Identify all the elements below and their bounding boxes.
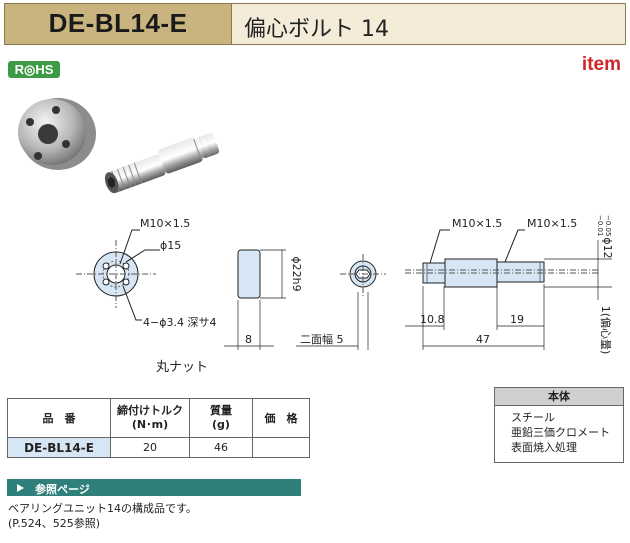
col-torque: 締付けトルク (N･m) bbox=[110, 398, 190, 438]
material-line: スチール bbox=[511, 411, 555, 424]
technical-drawing: M10×1.5 ϕ15 4−ϕ3.4 深サ4 ϕ22h9 8 二面幅 5 bbox=[76, 215, 614, 375]
len-total-label: 47 bbox=[476, 333, 490, 346]
bolt-end-view bbox=[296, 254, 386, 350]
rohs-badge: R◎HS bbox=[8, 61, 60, 78]
bolt-thread-right-label: M10×1.5 bbox=[527, 217, 577, 230]
nut-holes-label: 4−ϕ3.4 深サ4 bbox=[143, 316, 216, 329]
product-name-box: 偏心ボルト 14 bbox=[232, 4, 625, 44]
bolt-dia-label: ϕ12 bbox=[601, 237, 614, 258]
nut-thread-label: M10×1.5 bbox=[140, 217, 190, 230]
bolt-side-view bbox=[405, 229, 612, 350]
title-header: DE-BL14-E 偏心ボルト 14 bbox=[4, 3, 626, 45]
table-row: DE-BL14-E 20 46 bbox=[7, 437, 310, 458]
material-line: 亜鉛三価クロメート bbox=[511, 426, 610, 439]
col-price: 価 格 bbox=[252, 398, 310, 438]
eccentric-bolt-photo bbox=[104, 133, 220, 194]
col-code: 品 番 bbox=[7, 398, 111, 438]
product-name: 偏心ボルト 14 bbox=[244, 17, 389, 42]
product-code-box: DE-BL14-E bbox=[5, 4, 232, 44]
cell-code: DE-BL14-E bbox=[7, 437, 111, 458]
product-photo bbox=[18, 98, 220, 194]
nut-dia-label: ϕ15 bbox=[160, 239, 181, 252]
spec-table: 品 番 締付けトルク (N･m) 質量 (g) 価 格 DE-BL14-E 20… bbox=[7, 398, 310, 458]
bolt-tol-upper: −0.01 bbox=[596, 215, 604, 236]
triangle-icon bbox=[17, 484, 24, 492]
round-nut-photo bbox=[18, 98, 96, 170]
cell-mass: 46 bbox=[189, 437, 253, 458]
len-right-label: 19 bbox=[510, 313, 524, 326]
material-box: 本体 スチール 亜鉛三価クロメート 表面焼入処理 bbox=[494, 387, 624, 463]
reference-bar: 参照ページ bbox=[7, 479, 301, 496]
material-title: 本体 bbox=[495, 388, 623, 406]
len-left-label: 10.8 bbox=[420, 313, 445, 326]
bolt-thread-left-label: M10×1.5 bbox=[452, 217, 502, 230]
nut-caption: 丸ナット bbox=[156, 360, 208, 375]
nut-width-label: 8 bbox=[245, 333, 252, 346]
brand-logo: item bbox=[581, 54, 621, 75]
nut-od-label: ϕ22h9 bbox=[290, 256, 303, 291]
eccentric-label: 1(偏心量) bbox=[599, 306, 613, 355]
cell-torque: 20 bbox=[110, 437, 190, 458]
material-line: 表面焼入処理 bbox=[511, 441, 577, 454]
reference-line: (P.524、525参照) bbox=[8, 517, 100, 530]
col-mass: 質量 (g) bbox=[189, 398, 253, 438]
product-code: DE-BL14-E bbox=[48, 8, 188, 38]
cell-price bbox=[252, 437, 310, 458]
reference-title: 参照ページ bbox=[35, 483, 90, 496]
nut-front-view bbox=[76, 229, 160, 321]
reference-line: ベアリングユニット14の構成品です。 bbox=[8, 502, 197, 515]
flats-label: 二面幅 5 bbox=[300, 333, 344, 346]
nut-side-view bbox=[224, 249, 286, 350]
bolt-tol-lower: −0.05 bbox=[604, 215, 612, 236]
spec-header-row: 品 番 締付けトルク (N･m) 質量 (g) 価 格 bbox=[7, 398, 310, 438]
